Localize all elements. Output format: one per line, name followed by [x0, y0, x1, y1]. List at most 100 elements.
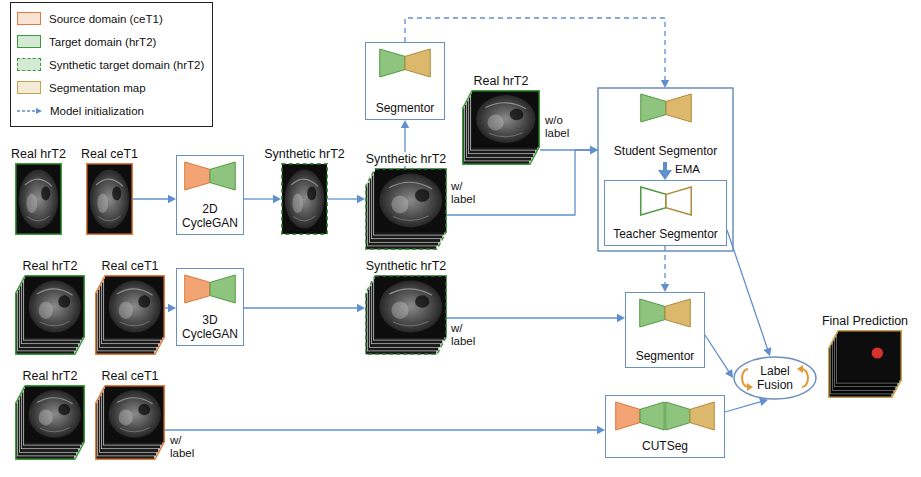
brain-structure [37, 289, 73, 296]
brain-structure [37, 398, 73, 404]
brain-structure [389, 182, 432, 189]
connector [658, 162, 672, 180]
brain-structure [393, 216, 429, 221]
brain-structure [138, 404, 150, 415]
box-label: 2D CycleGAN [180, 202, 240, 230]
domain-border [16, 386, 85, 460]
image-ground [105, 386, 165, 443]
image-ground [375, 276, 447, 338]
image-heading: Real hrT2 [9, 147, 68, 161]
brain-structure [58, 404, 70, 415]
domain-border [366, 169, 447, 250]
encoder-shape [380, 49, 405, 77]
teacher-segmentor: Teacher Segmentor [604, 180, 727, 246]
brain-structure [96, 179, 123, 186]
connector [661, 246, 669, 292]
domain-border [366, 276, 447, 355]
brain-structure [293, 216, 316, 221]
cutseg-box: CUTSeg [605, 395, 725, 458]
legend-text: Synthetic target domain (hrT2) [49, 59, 204, 71]
legend-row: Source domain (ceT1) [17, 7, 204, 30]
brain-structure [26, 193, 37, 213]
volume-stack [828, 330, 902, 398]
image-ground [375, 169, 447, 233]
image-slice: Synthetic hrT2 [281, 163, 328, 235]
encoder-shape [640, 299, 665, 327]
connector [328, 195, 365, 203]
decoder-shape [665, 299, 690, 327]
student-segmentor: Student Segmentor [598, 88, 733, 162]
connector-line [727, 230, 768, 350]
decoder-shape [690, 402, 714, 430]
image-heading: Real hrT2 [472, 74, 531, 88]
encoder-shape [640, 94, 665, 122]
fusion-label: Label Fusion [752, 364, 798, 392]
connector [447, 314, 625, 322]
legend-box: Source domain (ceT1) Target domain (hrT2)… [10, 2, 213, 127]
image-heading: Real ceT1 [100, 369, 161, 383]
cyclegan-box: 2D CycleGAN [176, 155, 244, 235]
arrow-head [597, 426, 605, 434]
brain-tissue [109, 280, 161, 332]
brain-structure [391, 302, 408, 319]
brain-structure [307, 186, 316, 200]
brain-structure [40, 321, 70, 326]
edge-label: EMA [675, 163, 700, 176]
segmentor-box: Segmentor [625, 292, 705, 368]
volume-stack [95, 275, 165, 355]
box-label: Student Segmentor [614, 144, 717, 158]
brain-structure [391, 195, 408, 213]
domain-border [282, 164, 328, 235]
brain-structure [119, 302, 133, 319]
domain-border [96, 386, 165, 460]
decoder-shape [210, 162, 235, 190]
network-icon [379, 48, 431, 78]
image-stack: Real hrT2 [462, 90, 540, 165]
arrow-head [763, 347, 771, 356]
connector-line [705, 335, 730, 373]
arrow-head [661, 80, 669, 88]
legend-swatch [17, 81, 41, 94]
domain-border [87, 164, 133, 235]
decoder-shape [405, 49, 430, 77]
decoder-shape [666, 187, 691, 215]
volume-stack [365, 275, 447, 355]
brain-tissue [379, 280, 442, 332]
annotation-label: w/ label [451, 322, 481, 348]
network-icon [639, 298, 691, 328]
arrow-head [273, 195, 281, 203]
domain-border [96, 276, 165, 355]
fusion-curl-head [797, 365, 803, 373]
network-icon [184, 274, 236, 304]
brain-structure [117, 398, 153, 404]
legend-text: Source domain (ceT1) [49, 13, 163, 25]
arrow-head [357, 304, 365, 312]
encoder-shape [185, 275, 210, 303]
image-heading: Real hrT2 [21, 369, 80, 383]
brain-structure [488, 114, 504, 130]
brain-structure [415, 295, 429, 307]
connector-line [664, 246, 665, 286]
brain-structure [97, 193, 108, 213]
brain-structure [138, 295, 150, 307]
encoder-shape [640, 187, 665, 215]
volume-stack [462, 90, 540, 165]
legend-row: Model initialization [17, 99, 204, 122]
domain-border [16, 276, 85, 355]
volume-stack [15, 275, 85, 355]
arrow-head [401, 120, 409, 128]
brain-structure [41, 186, 50, 200]
legend-text: Model initialization [50, 105, 144, 117]
connector-line [540, 149, 592, 150]
connector-line [725, 401, 762, 412]
legend-row: Target domain (hrT2) [17, 30, 204, 53]
connector-line [244, 198, 275, 199]
brain-structure [510, 109, 524, 120]
arrow-head [36, 108, 42, 114]
image-heading: Real ceT1 [100, 259, 161, 273]
brain-tissue [29, 390, 81, 438]
connector [705, 335, 733, 378]
image-stack: Synthetic hrT2 [365, 275, 447, 355]
brain-structure [415, 189, 429, 202]
legend-swatch [17, 58, 41, 71]
